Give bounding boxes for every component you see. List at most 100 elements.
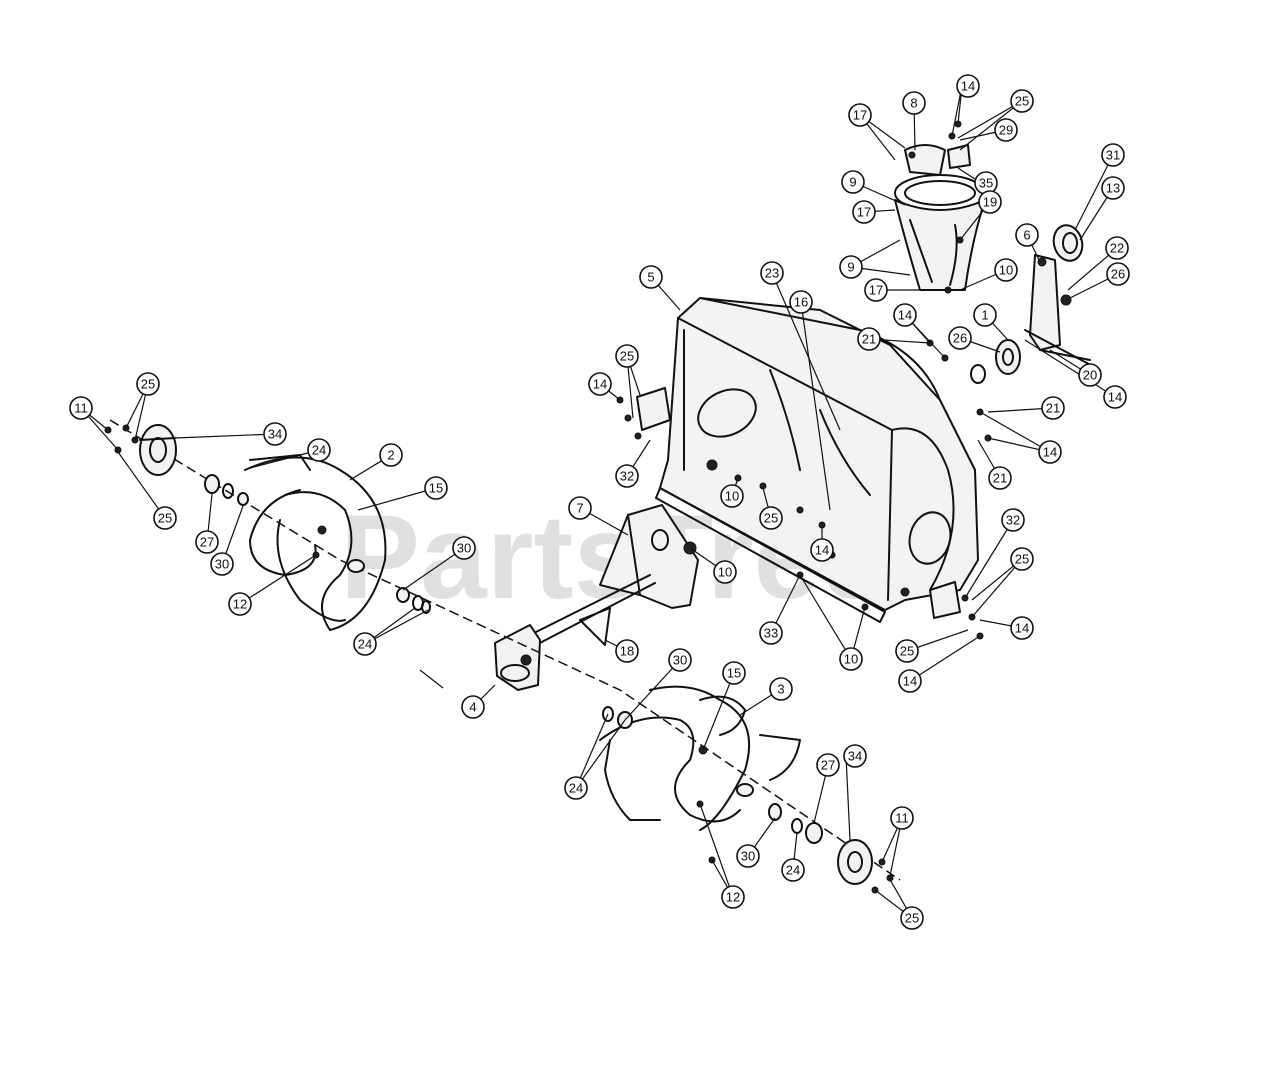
callout-14-chute-top: 14 — [956, 74, 980, 98]
callout-25-chute: 25 — [1010, 89, 1034, 113]
callout-22: 22 — [1105, 236, 1129, 260]
auger-left — [244, 454, 387, 631]
callout-30-left: 30 — [210, 552, 234, 576]
svg-text:25: 25 — [764, 511, 778, 526]
callout-5: 5 — [639, 265, 663, 289]
callout-8: 8 — [902, 91, 926, 115]
callout-10-a: 10 — [720, 484, 744, 508]
callout-29: 29 — [994, 118, 1018, 142]
svg-text:25: 25 — [141, 377, 155, 392]
callout-13: 13 — [1101, 176, 1125, 200]
svg-text:11: 11 — [74, 401, 88, 416]
callout-30-mid: 30 — [452, 536, 476, 560]
svg-text:26: 26 — [1111, 267, 1125, 282]
callout-14-housing-left: 14 — [588, 372, 612, 396]
callout-10-b: 10 — [713, 560, 737, 584]
svg-text:25: 25 — [620, 349, 634, 364]
svg-text:30: 30 — [741, 849, 755, 864]
callout-24-right-bottom: 24 — [781, 858, 805, 882]
svg-text:14: 14 — [1108, 390, 1122, 405]
callout-25-right-bottom: 25 — [900, 906, 924, 930]
svg-text:1: 1 — [981, 308, 988, 323]
svg-text:35: 35 — [979, 176, 993, 191]
svg-text:27: 27 — [200, 535, 214, 550]
svg-text:8: 8 — [910, 96, 917, 111]
callout-11-left: 11 — [69, 396, 93, 420]
svg-text:17: 17 — [857, 205, 871, 220]
svg-text:25: 25 — [1015, 94, 1029, 109]
svg-text:30: 30 — [457, 541, 471, 556]
svg-text:14: 14 — [1015, 621, 1029, 636]
svg-text:34: 34 — [268, 427, 282, 442]
callout-12-left: 12 — [228, 592, 252, 616]
callout-14-housing-mid: 14 — [810, 538, 834, 562]
bushing-left — [204, 474, 249, 506]
callout-14-top-mid: 14 — [893, 303, 917, 327]
callout-4: 4 — [461, 695, 485, 719]
callout-10-chute: 10 — [994, 258, 1018, 282]
svg-text:9: 9 — [847, 260, 854, 275]
callout-31: 31 — [1101, 143, 1125, 167]
svg-text:31: 31 — [1106, 148, 1120, 163]
svg-text:12: 12 — [726, 890, 740, 905]
callout-21-right-a: 21 — [1041, 396, 1065, 420]
bearing-housing-right — [837, 839, 894, 894]
svg-text:33: 33 — [764, 626, 778, 641]
svg-text:15: 15 — [727, 666, 741, 681]
svg-text:21: 21 — [862, 332, 876, 347]
callout-30-right-bottom: 30 — [736, 844, 760, 868]
svg-text:14: 14 — [815, 543, 829, 558]
callout-32-right: 32 — [1001, 508, 1025, 532]
callout-12-right: 12 — [721, 885, 745, 909]
svg-text:26: 26 — [953, 331, 967, 346]
mounting-plate-left — [636, 387, 671, 431]
callout-25-housing-left: 25 — [615, 344, 639, 368]
callout-14-right-d: 14 — [898, 669, 922, 693]
callout-17-bottom: 17 — [864, 278, 888, 302]
impeller-shaft — [529, 574, 656, 646]
callout-27-right: 27 — [816, 753, 840, 777]
callout-34-left: 34 — [263, 422, 287, 446]
callout-16: 16 — [789, 290, 813, 314]
callout-32-left: 32 — [615, 464, 639, 488]
callout-10-c: 10 — [839, 647, 863, 671]
callout-3: 3 — [769, 677, 793, 701]
callout-2: 2 — [379, 443, 403, 467]
svg-text:18: 18 — [620, 644, 634, 659]
callout-25-right-a: 25 — [1010, 547, 1034, 571]
svg-text:24: 24 — [569, 781, 583, 796]
callout-25-left-top: 25 — [136, 372, 160, 396]
callout-7: 7 — [568, 496, 592, 520]
callout-19: 19 — [978, 190, 1002, 214]
svg-text:34: 34 — [848, 749, 862, 764]
callout-18: 18 — [615, 639, 639, 663]
gear-housing-half — [494, 624, 541, 691]
svg-text:21: 21 — [993, 471, 1007, 486]
svg-text:14: 14 — [898, 308, 912, 323]
svg-text:24: 24 — [312, 443, 326, 458]
gear-case — [599, 504, 699, 609]
svg-text:20: 20 — [1083, 368, 1097, 383]
callout-34-right: 34 — [843, 744, 867, 768]
callout-24-left-top: 24 — [307, 438, 331, 462]
callout-20: 20 — [1078, 363, 1102, 387]
callout-9-bottom: 9 — [839, 255, 863, 279]
svg-text:4: 4 — [469, 700, 476, 715]
svg-text:19: 19 — [983, 195, 997, 210]
callout-11-right: 11 — [890, 806, 914, 830]
svg-text:32: 32 — [620, 469, 634, 484]
svg-text:9: 9 — [849, 175, 856, 190]
svg-text:6: 6 — [1023, 228, 1030, 243]
svg-text:24: 24 — [358, 637, 372, 652]
callout-27-left: 27 — [195, 530, 219, 554]
callout-17-mid: 17 — [852, 200, 876, 224]
callout-33: 33 — [759, 621, 783, 645]
callout-24-left-bottom: 24 — [353, 632, 377, 656]
svg-text:32: 32 — [1006, 513, 1020, 528]
svg-text:25: 25 — [1015, 552, 1029, 567]
svg-text:25: 25 — [905, 911, 919, 926]
svg-text:25: 25 — [158, 511, 172, 526]
svg-text:10: 10 — [844, 652, 858, 667]
callout-14-right-a: 14 — [1038, 440, 1062, 464]
callout-21-top: 21 — [857, 327, 881, 351]
